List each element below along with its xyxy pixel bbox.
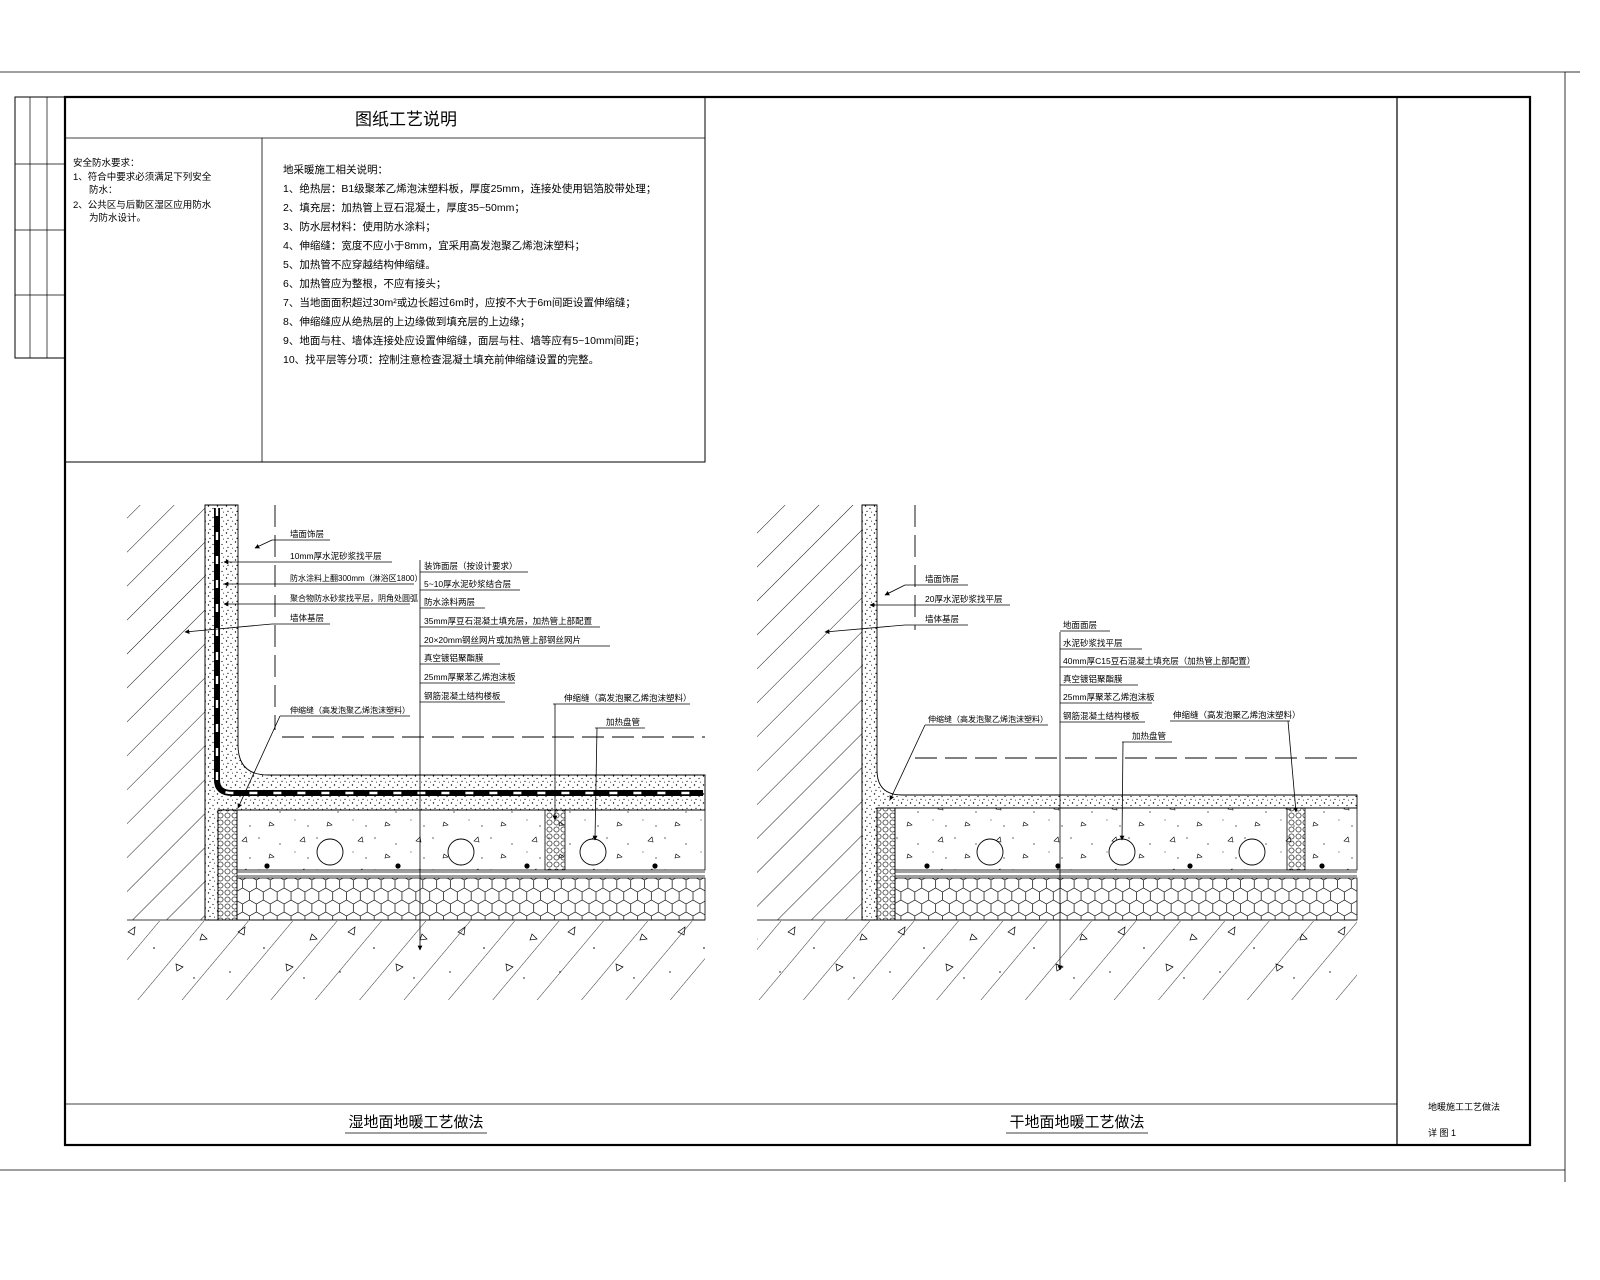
expansion-joint — [1286, 807, 1306, 871]
heating-note-item: 9、地面与柱、墙体连接处应设置伸缩缝，面层与柱、墙等应有5~10mm间距； — [283, 334, 645, 347]
floor-layer-label: 20×20mm钢丝网片或加热管上部钢丝网片 — [424, 635, 581, 645]
wall-hatch — [757, 505, 862, 920]
safety-note-line: 2、公共区与后勤区湿区应用防水 — [73, 199, 212, 211]
notes-title: 图纸工艺说明 — [355, 110, 457, 129]
floor-callouts: 地面面层 水泥砂浆找平层 40mm厚C15豆石混凝土填充层（加热管上部配置） 真… — [1060, 620, 1255, 723]
corner-joint-label: 伸缩缝（高发泡聚乙烯泡沫塑料） — [290, 705, 410, 715]
floor-layer-label: 真空镀铝聚酯膜 — [1063, 674, 1123, 684]
safety-note-line: 1、符合中要求必须满足下列安全 — [73, 171, 212, 183]
heating-note-item: 7、当地面面积超过30m²或边长超过6m时，应按不大于6m间距设置伸缩缝； — [283, 296, 636, 309]
heating-note-item: 4、伸缩缝：宽度不应小于8mm，宜采用高发泡聚乙烯泡沫塑料； — [283, 239, 585, 252]
joint-label: 伸缩缝（高发泡聚乙烯泡沫塑料） — [564, 693, 692, 703]
floor-layer-label: 25mm厚聚苯乙烯泡沫板 — [424, 672, 516, 682]
floor-layer-label: 钢筋混凝土结构楼板 — [424, 691, 501, 701]
insulation-board — [894, 877, 1358, 921]
floor-layer-label: 40mm厚C15豆石混凝土填充层（加热管上部配置） — [1063, 656, 1255, 666]
concrete-fill-layer — [236, 809, 706, 871]
wall-callouts: 墙面饰层 10mm厚水泥砂浆找平层 防水涂料上翻300mm（淋浴区1800） 聚… — [184, 529, 422, 634]
safety-note-line: 安全防水要求： — [73, 157, 140, 169]
title-column: 地暖施工工艺做法 详 图 1 — [1428, 1101, 1500, 1138]
approval-strip — [14, 96, 66, 359]
floor-layer-label: 钢筋混凝土结构楼板 — [1063, 711, 1140, 721]
waterproof-membrane — [214, 508, 703, 796]
corner-joint-label: 伸缩缝（高发泡聚乙烯泡沫塑料） — [928, 714, 1048, 724]
wall-label: 聚合物防水砂浆找平层，阴角处圆弧 — [290, 593, 418, 603]
heating-note-item: 10、找平层等分项：控制注意检查混凝土填充前伸缩缝设置的完整。 — [283, 353, 599, 366]
floor-layer-label: 真空镀铝聚酯膜 — [424, 653, 484, 663]
heating-pipes — [976, 838, 1266, 866]
joint-callout: 伸缩缝（高发泡聚乙烯泡沫塑料） — [552, 693, 692, 821]
dry-floor-detail: 墙面饰层 20厚水泥砂浆找平层 墙体基层 地面面层 水泥砂浆找平层 40mm厚C… — [757, 504, 1358, 1000]
floor-callouts: 装饰面层（按设计要求） 5~10厚水泥砂浆结合层 防水涂料两层 35mm厚豆石混… — [420, 561, 610, 703]
heating-notes-heading: 地采暖施工相关说明： — [283, 163, 388, 176]
corner-joint-callout: 伸缩缝（高发泡聚乙烯泡沫塑料） — [237, 705, 410, 809]
edge-expansion-strip — [217, 809, 238, 921]
sheet-frame — [0, 71, 1580, 1182]
heating-note-item: 2、填充层：加热管上豆石混凝土，厚度35~50mm； — [283, 201, 525, 214]
wall-callouts: 墙面饰层 20厚水泥砂浆找平层 墙体基层 — [824, 574, 1010, 635]
floor-layer-label: 水泥砂浆找平层 — [1063, 638, 1123, 648]
wall-label: 墙面饰层 — [290, 529, 324, 539]
safety-notes: 安全防水要求： 1、符合中要求必须满足下列安全 防水： 2、公共区与后勤区湿区应… — [73, 157, 212, 224]
joint-callout: 伸缩缝（高发泡聚乙烯泡沫塑料） — [1170, 710, 1301, 813]
floor-layer-label: 35mm厚豆石混凝土填充层，加热管上部配置 — [424, 616, 593, 626]
joint-label: 伸缩缝（高发泡聚乙烯泡沫塑料） — [1173, 710, 1301, 720]
floor-layer-label: 装饰面层（按设计要求） — [424, 561, 518, 571]
wet-floor-detail: 墙面饰层 10mm厚水泥砂浆找平层 防水涂料上翻300mm（淋浴区1800） 聚… — [127, 504, 706, 1000]
insulation-board — [236, 877, 706, 921]
pipe-callout: 加热盘管 — [1119, 731, 1172, 841]
drawing-name: 地暖施工工艺做法 — [1428, 1101, 1500, 1112]
dry-detail-title: 干地面地暖工艺做法 — [1009, 1114, 1144, 1131]
wall-label: 墙体基层 — [290, 613, 324, 623]
wall-label: 墙体基层 — [925, 614, 959, 624]
heating-note-item: 5、加热管不应穿越结构伸缩缝。 — [283, 258, 436, 271]
wall-hatch — [127, 505, 205, 920]
notes-box: 图纸工艺说明 安全防水要求： 1、符合中要求必须满足下列安全 防水： 2、公共区… — [64, 96, 706, 463]
pipe-clips — [924, 863, 1325, 869]
heating-note-item: 6、加热管应为整根，不应有接头； — [283, 277, 446, 290]
safety-note-line: 为防水设计。 — [89, 212, 146, 224]
floor-layer-label: 25mm厚聚苯乙烯泡沫板 — [1063, 692, 1155, 702]
pipe-clips — [264, 863, 658, 869]
detail-captions: 湿地面地暖工艺做法 干地面地暖工艺做法 — [345, 1114, 1148, 1134]
heating-note-item: 8、伸缩缝应从绝热层的上边缘做到填充层的上边缘； — [283, 315, 530, 328]
wall-label: 10mm厚水泥砂浆找平层 — [290, 551, 382, 561]
pipe-label: 加热盘管 — [1132, 731, 1166, 741]
wet-detail-title: 湿地面地暖工艺做法 — [348, 1114, 483, 1131]
floor-layer-label: 防水涂料两层 — [424, 597, 475, 607]
wall-label: 防水涂料上翻300mm（淋浴区1800） — [290, 573, 422, 583]
structural-slab — [127, 919, 705, 1000]
floor-layer-label: 地面面层 — [1063, 620, 1097, 630]
heating-note-item: 1、绝热层：B1级聚苯乙烯泡沫塑料板，厚度25mm，连接处使用铝箔胶带处理； — [283, 182, 656, 195]
edge-expansion-strip — [876, 807, 896, 921]
wall-label: 墙面饰层 — [925, 574, 959, 584]
drawing-number: 详 图 1 — [1428, 1127, 1456, 1138]
heating-notes: 地采暖施工相关说明： 1、绝热层：B1级聚苯乙烯泡沫塑料板，厚度25mm，连接处… — [283, 163, 656, 366]
wall-label: 20厚水泥砂浆找平层 — [925, 594, 1002, 604]
heating-note-item: 3、防水层材料：使用防水涂料； — [283, 220, 436, 233]
structural-slab — [757, 919, 1357, 1000]
floor-layer-label: 5~10厚水泥砂浆结合层 — [424, 579, 511, 589]
pipe-callout: 加热盘管 — [592, 717, 645, 841]
corner-joint-callout: 伸缩缝（高发泡聚乙烯泡沫塑料） — [889, 714, 1048, 801]
pipe-label: 加热盘管 — [606, 717, 640, 727]
safety-note-line: 防水： — [89, 184, 118, 196]
